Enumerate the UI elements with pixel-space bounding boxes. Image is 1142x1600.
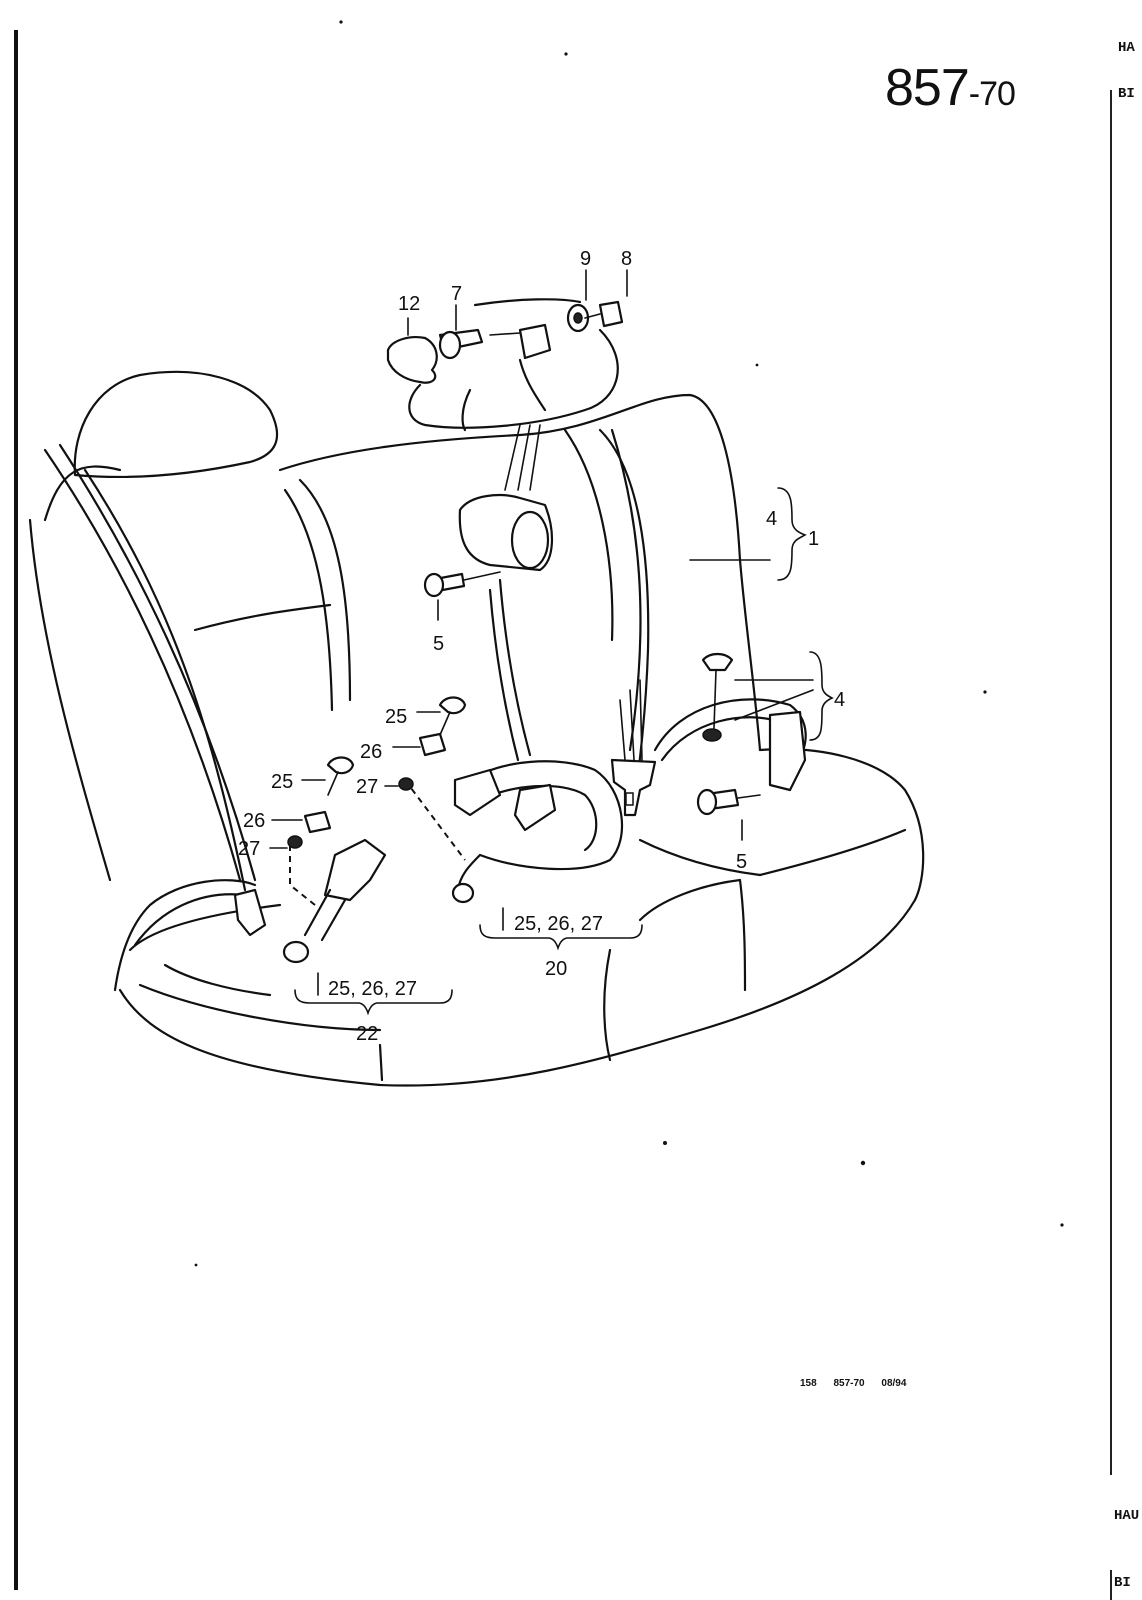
callout-8: 8 bbox=[621, 248, 632, 270]
callout-labels: 12 7 9 8 4 1 4 5 5 25 26 27 25 26 27 25,… bbox=[238, 248, 845, 1045]
callout-5-retractor: 5 bbox=[433, 633, 444, 655]
edge-text-top-2: BI bbox=[1118, 86, 1135, 102]
callout-25-upper: 25 bbox=[385, 706, 407, 728]
edge-text-bottom-2: BI bbox=[1114, 1575, 1131, 1591]
headrest bbox=[73, 370, 279, 478]
retractor-bolt bbox=[423, 571, 501, 598]
edge-text-bottom-1: HAU bbox=[1114, 1508, 1140, 1524]
group-22-parts: 25, 26, 27 bbox=[328, 978, 417, 1000]
callout-7: 7 bbox=[451, 283, 462, 305]
left-belt-webbing bbox=[43, 443, 267, 992]
callout-27-upper: 27 bbox=[356, 776, 378, 798]
callout-22: 22 bbox=[356, 1023, 378, 1045]
center-lap-belt bbox=[404, 760, 624, 904]
seat-back bbox=[28, 393, 762, 892]
callout-9: 9 bbox=[580, 248, 591, 270]
center-belt-webbing bbox=[610, 428, 657, 817]
page-number: 857-70 bbox=[885, 58, 1016, 118]
page-number-main: 857 bbox=[885, 59, 970, 117]
group-20-parts: 25, 26, 27 bbox=[514, 913, 603, 935]
callout-1: 1 bbox=[808, 528, 819, 550]
callout-20: 20 bbox=[545, 958, 567, 980]
callout-25-lower: 25 bbox=[271, 771, 293, 793]
callout-26-upper: 26 bbox=[360, 741, 382, 763]
leader-lines bbox=[269, 269, 834, 1016]
right-column-rule-bottom bbox=[1110, 1570, 1112, 1600]
right-column-rule bbox=[1110, 90, 1112, 1475]
rear-shelf-trim bbox=[408, 298, 619, 432]
left-binding-line bbox=[14, 30, 18, 1590]
scan-specks bbox=[194, 20, 1064, 1267]
callout-4-upper: 4 bbox=[766, 508, 777, 530]
left-lap-belt bbox=[282, 838, 387, 964]
footer-code: 158 857-70 08/94 bbox=[800, 1378, 907, 1389]
belt-retractor bbox=[458, 323, 554, 572]
right-lap-belt bbox=[653, 652, 807, 816]
callout-26-lower: 26 bbox=[243, 810, 265, 832]
callout-27-lower: 27 bbox=[238, 838, 260, 860]
callout-5-right: 5 bbox=[736, 851, 747, 873]
callout-12: 12 bbox=[398, 293, 420, 315]
callout-4-lower: 4 bbox=[834, 689, 845, 711]
fastener-set-upper bbox=[398, 696, 467, 791]
page-number-suffix: -70 bbox=[968, 75, 1016, 113]
fastener-set-lower bbox=[287, 756, 355, 849]
upper-anchor-fittings bbox=[386, 300, 624, 384]
edge-text-top-1: HA bbox=[1118, 40, 1135, 56]
